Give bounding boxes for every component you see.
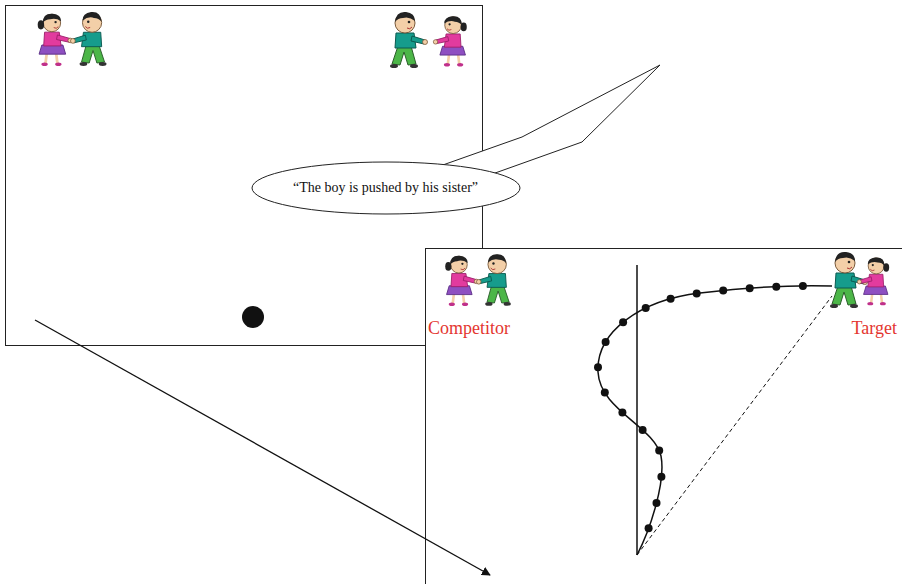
competitor-picture — [445, 254, 511, 306]
sample-dot — [693, 289, 701, 297]
target-picture — [830, 252, 889, 308]
sample-dot — [657, 473, 665, 481]
target-label: Target — [851, 318, 898, 339]
figure-part — [445, 256, 478, 306]
speech-bubble: “The boy is pushed by his sister” — [251, 161, 521, 215]
sample-dot — [594, 363, 602, 371]
sample-dot — [655, 447, 663, 455]
mouse-trajectory — [598, 286, 832, 555]
direct-path — [637, 296, 832, 555]
start-dot — [242, 306, 264, 328]
target-picture — [390, 12, 467, 68]
speech-text: “The boy is pushed by his sister” — [293, 180, 478, 197]
trajectory-panel — [426, 249, 902, 584]
bubble-ellipse — [252, 162, 520, 214]
sample-dot — [653, 499, 661, 507]
sample-dot — [746, 284, 754, 292]
zoom-arrow — [35, 320, 490, 575]
figure-part — [476, 254, 511, 306]
sample-dot — [602, 338, 610, 346]
competitor-label: Competitor — [427, 318, 511, 339]
figure-part — [390, 12, 428, 68]
figure-part — [433, 16, 466, 66]
sample-dot — [642, 304, 650, 312]
competitor-picture — [38, 12, 107, 66]
bubble-content: “The boy is pushed by his sister” — [293, 180, 478, 197]
figure-part — [38, 14, 73, 66]
vertical-axis — [636, 265, 638, 555]
figure-part — [857, 257, 889, 305]
sample-dot — [772, 283, 780, 291]
trajectory-samples — [594, 282, 807, 532]
sample-dot — [639, 426, 647, 434]
sample-dot — [601, 389, 609, 397]
sample-dot — [719, 287, 727, 295]
sample-dot — [667, 295, 675, 303]
sample-dot — [645, 524, 653, 532]
sample-dot — [619, 318, 627, 326]
sample-dot — [799, 282, 807, 290]
sample-dot — [618, 409, 626, 417]
figure-part — [70, 12, 106, 66]
speech-tail — [440, 65, 660, 182]
